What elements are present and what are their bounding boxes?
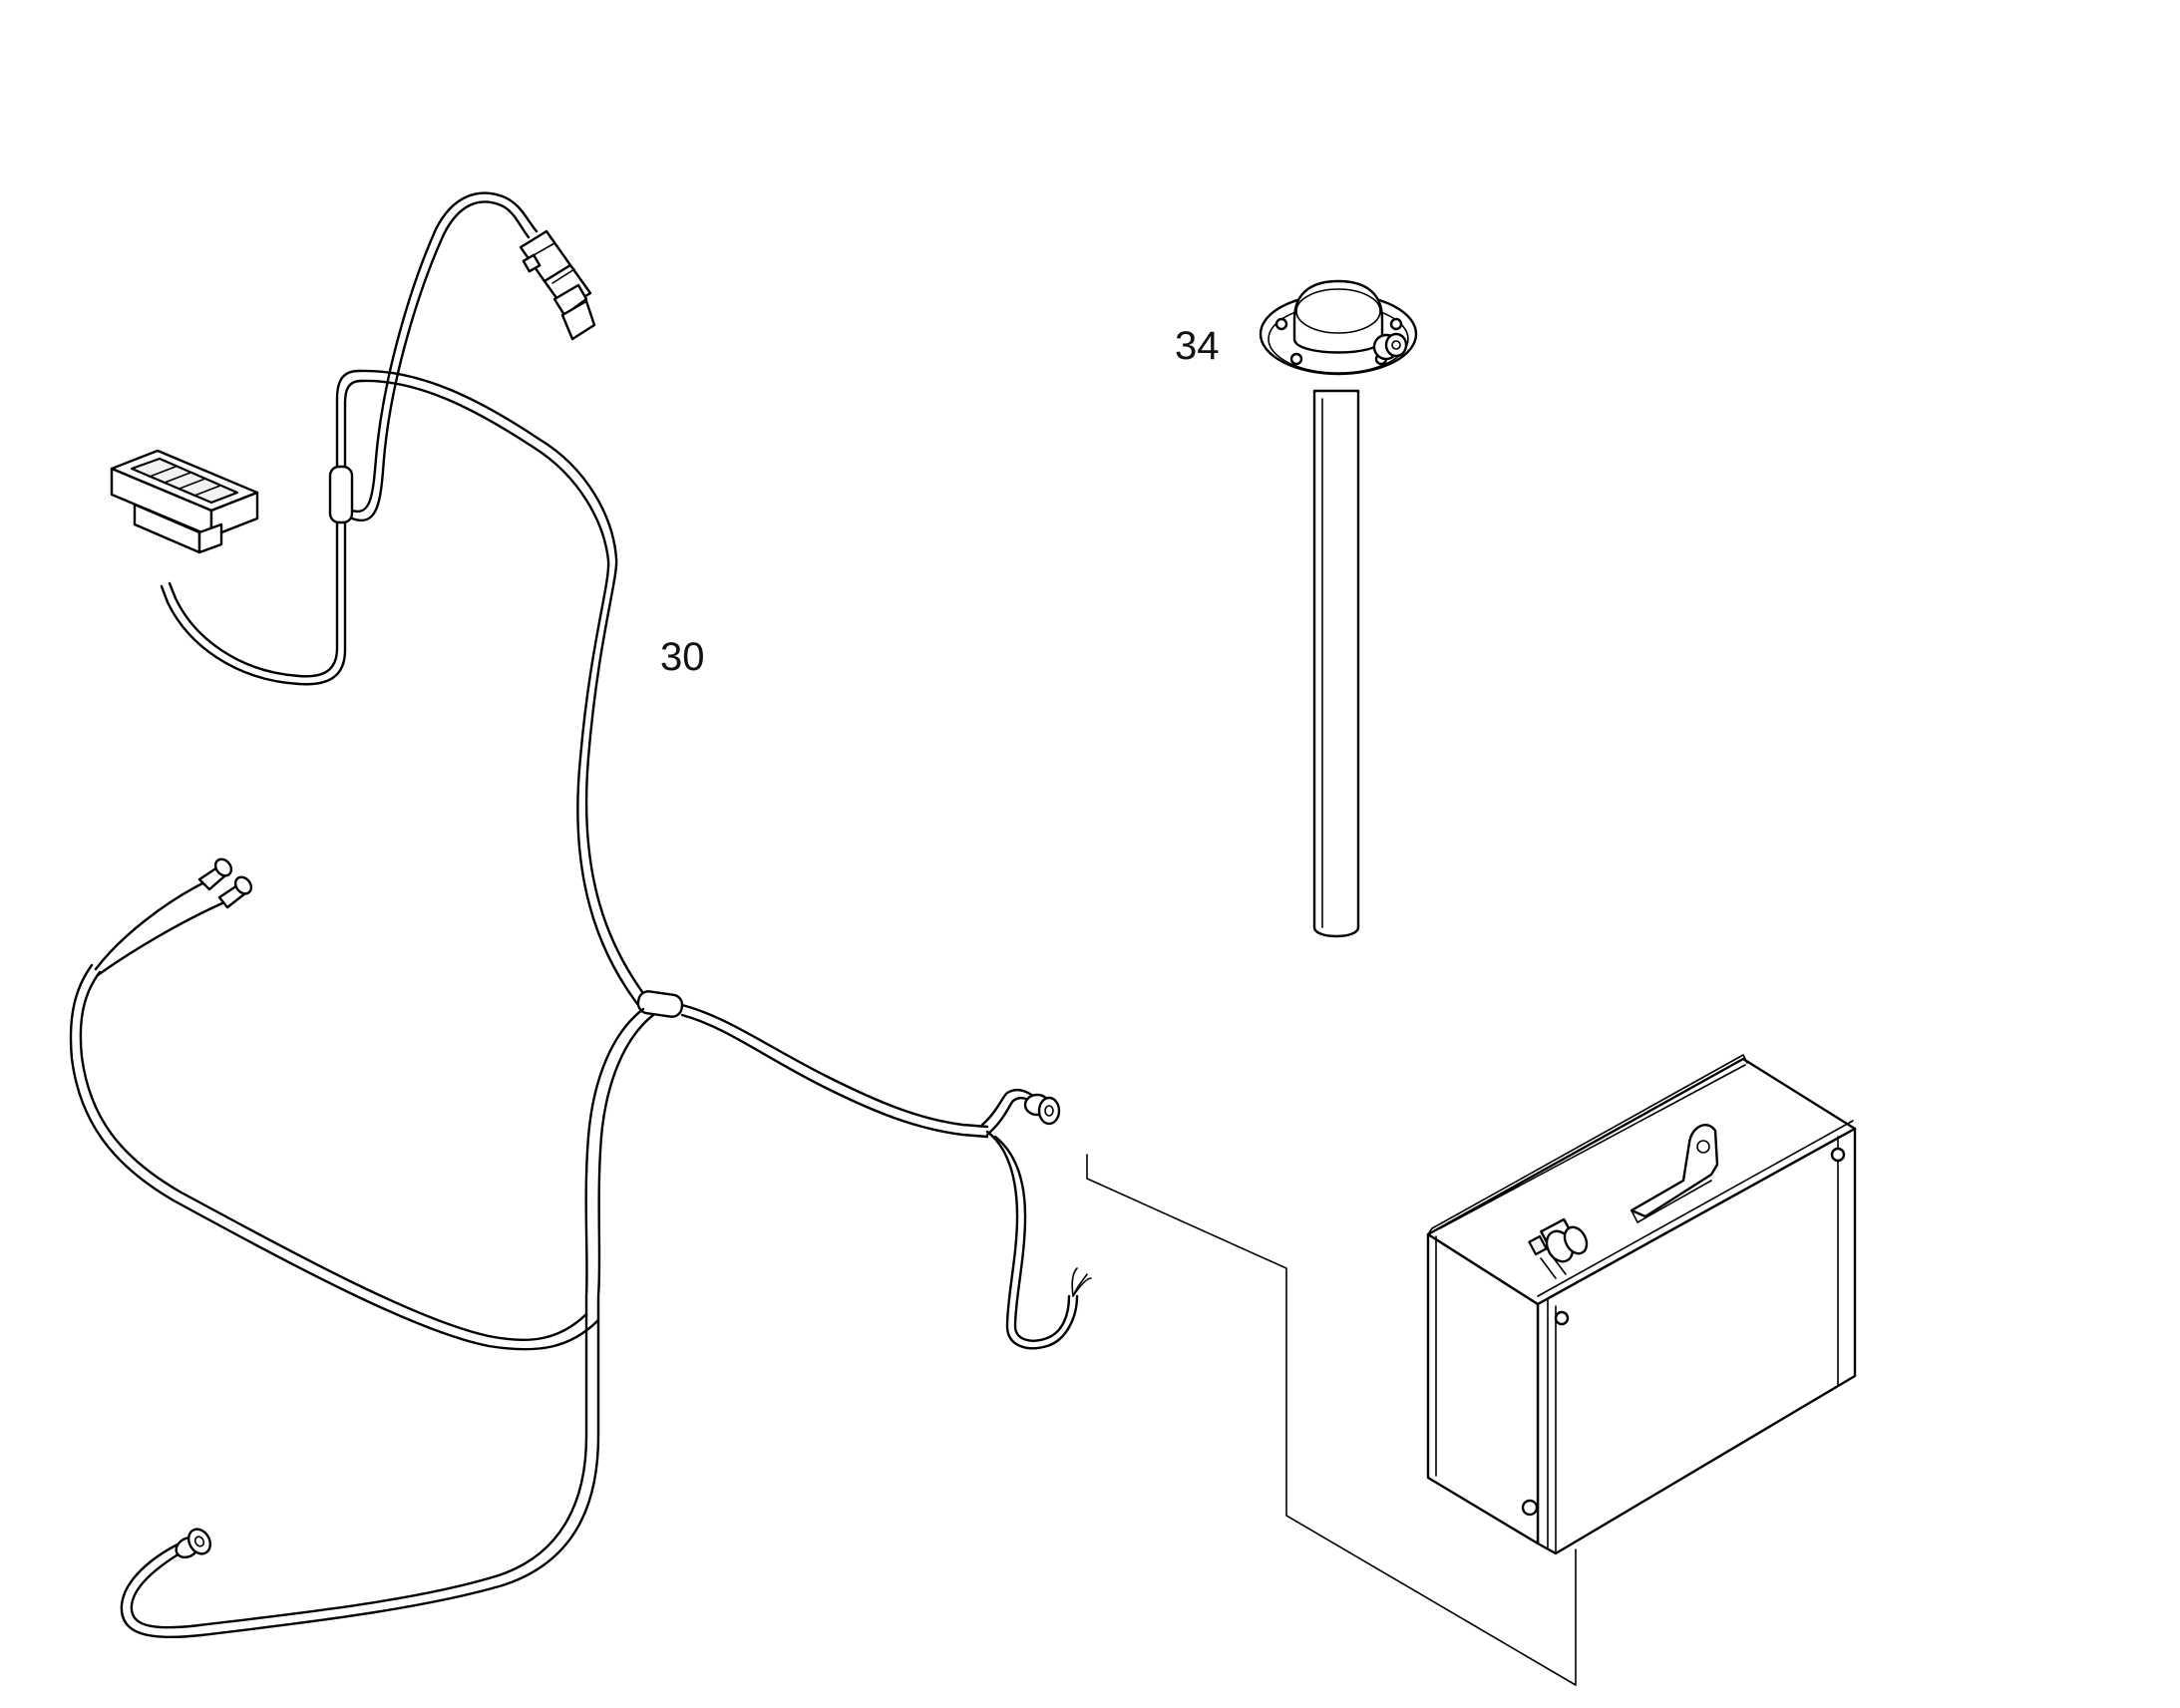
control-enclosure [1426, 1054, 1857, 1555]
lower-trunk-wire-inner [596, 1013, 655, 1318]
ground-ring-terminal [175, 1528, 212, 1559]
display-module [110, 449, 259, 554]
harness-sleeve [328, 465, 354, 524]
ring-branch-wire [980, 1088, 1039, 1127]
harness-plug-connector [519, 229, 596, 341]
connector-wire [350, 200, 531, 522]
battery-lead-wire-inner [69, 963, 600, 1351]
bare-wire-ends [1071, 1267, 1092, 1297]
ground-lead-wire [130, 1314, 588, 1629]
harness-upper-loop-wire [335, 369, 361, 471]
battery-terminal-a [197, 857, 233, 891]
display-wire [168, 520, 339, 678]
sender-tube [1312, 389, 1360, 938]
sensor-lead-wire-inner [993, 1135, 1071, 1342]
callout-sender: 34 [1175, 324, 1220, 368]
harness-trunk-wire [357, 369, 650, 1002]
wiring-harness [69, 191, 1092, 1639]
sensor-branch-wire [680, 1003, 989, 1129]
battery-lead-wire [79, 970, 588, 1342]
enclosure-bracket [1630, 1124, 1719, 1223]
battery-terminal-b [217, 875, 253, 909]
battery-lead-split-b [96, 900, 226, 977]
sensor-branch-wire-inner [680, 1013, 989, 1139]
fuel-level-sender [1259, 279, 1418, 938]
battery-lead-split-a [94, 880, 206, 971]
display-wire-inner [160, 520, 347, 686]
harness-upper-loop-wire-inner [343, 379, 363, 471]
callout-harness: 30 [660, 635, 705, 679]
ground-lead-wire-inner [120, 1314, 600, 1639]
harness-trunk-wire-inner [359, 379, 640, 1007]
harness-junction-sleeve [636, 990, 684, 1018]
sender-connector [1372, 332, 1408, 361]
ring-terminal-right [1023, 1093, 1061, 1126]
leader-line [1086, 1154, 1577, 1686]
connector-wire-inner [350, 191, 539, 513]
enclosure-switch [1528, 1217, 1589, 1279]
lower-trunk-wire [584, 1007, 645, 1318]
sender-cap [1292, 279, 1384, 354]
sensor-lead-wire [985, 1130, 1079, 1350]
enclosure-left [1426, 1232, 1540, 1545]
